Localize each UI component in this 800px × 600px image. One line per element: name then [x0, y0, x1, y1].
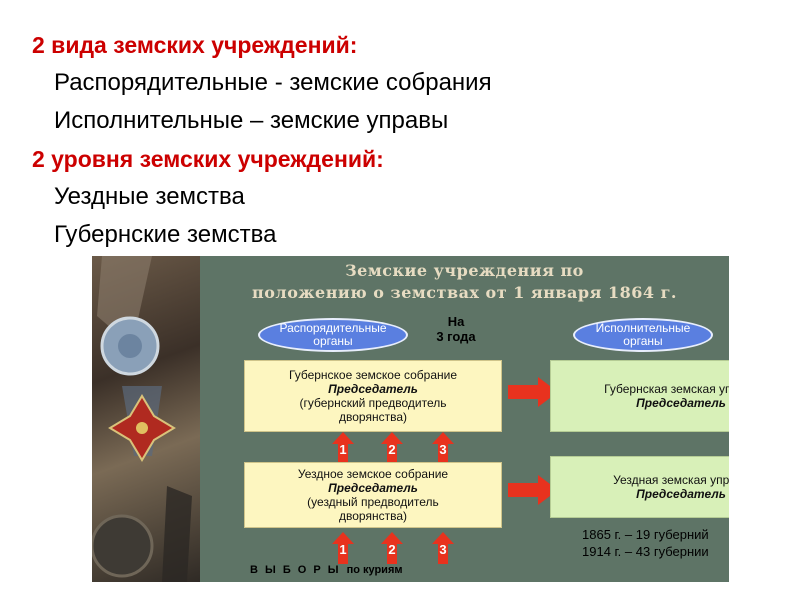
- box-chair: Председатель: [328, 481, 418, 495]
- diagram-title-line: Земские учреждения по: [345, 261, 584, 280]
- box-note: дворянства): [339, 509, 407, 523]
- statistics: 1865 г. – 19 губерний 1914 г. – 43 губер…: [582, 526, 728, 560]
- stat-line: 1865 г. – 19 губерний: [582, 527, 709, 542]
- diagram-panel: Земские учреждения по положению о земств…: [200, 256, 729, 582]
- district-board-box: Уездная земская управа Председатель: [550, 456, 729, 518]
- heading-levels: 2 уровня земских учреждений:: [32, 146, 384, 172]
- diagram-title-line: положению о земствах от 1 января 1864 г.: [252, 283, 677, 302]
- box-chair: Председатель: [636, 487, 726, 501]
- arrow-number: 1: [339, 442, 347, 457]
- zemstvo-diagram-image: Земские учреждения по положению о земств…: [92, 256, 729, 582]
- box-chair: Председатель: [636, 396, 726, 410]
- ellipse-line: Распорядительные: [279, 321, 387, 335]
- term-label: На 3 года: [416, 314, 496, 344]
- bullet-text: Губернские земства: [54, 221, 277, 248]
- provincial-board-box: Губернская земская управа Председатель: [550, 360, 729, 432]
- arrow-up-icon: 1: [332, 532, 354, 564]
- arrow-number: 1: [339, 542, 347, 557]
- arrow-right-icon: [508, 377, 558, 407]
- bullet-text: Исполнительные – земские управы: [54, 107, 449, 134]
- arrow-up-icon: 3: [432, 532, 454, 564]
- provincial-assembly-box: Губернское земское собрание Председатель…: [244, 360, 502, 432]
- administrative-bodies-label: Распорядительные органы: [258, 318, 408, 352]
- bullet-item: Губернские земства: [28, 216, 768, 254]
- bullet-item: Распорядительные - земские собрания: [28, 64, 768, 102]
- box-title: Губернская земская управа: [604, 382, 729, 396]
- box-note: (уездный предводитель: [307, 495, 439, 509]
- executive-bodies-label: Исполнительные органы: [573, 318, 713, 352]
- bullet-item: Исполнительные – земские управы: [28, 102, 768, 140]
- box-note: (губернский предводитель: [299, 396, 447, 410]
- arrow-up-icon: 2: [381, 432, 403, 464]
- arrow-number: 2: [388, 542, 396, 557]
- box-title: Губернское земское собрание: [289, 368, 457, 382]
- ellipse-line: Исполнительные: [595, 321, 691, 335]
- ellipse-line: органы: [313, 334, 353, 348]
- diagram-title: Земские учреждения по положению о земств…: [200, 260, 729, 304]
- district-assembly-box: Уездное земское собрание Председатель (у…: [244, 462, 502, 528]
- arrow-number: 2: [388, 442, 396, 457]
- stat-line: 1914 г. – 43 губернии: [582, 544, 709, 559]
- term-line: На: [447, 314, 465, 329]
- arrow-number: 3: [439, 442, 447, 457]
- ellipse-line: органы: [623, 334, 663, 348]
- medal-photo: [92, 256, 200, 582]
- elections-suffix: по куриям: [346, 564, 403, 576]
- arrow-number: 3: [439, 542, 447, 557]
- term-line: 3 года: [436, 329, 476, 344]
- slide-text: 2 вида земских учреждений: Распорядитель…: [28, 26, 768, 254]
- box-title: Уездная земская управа: [613, 473, 729, 487]
- bullet-item: Уездные земства: [28, 178, 768, 216]
- arrow-up-icon: 2: [381, 532, 403, 564]
- bullet-text: Уездные земства: [54, 183, 245, 210]
- elections-label: В Ы Б О Р Ы по куриям: [250, 564, 550, 576]
- arrow-up-icon: 1: [332, 432, 354, 464]
- bullet-text: Распорядительные - земские собрания: [54, 69, 492, 96]
- elections-text: В Ы Б О Р Ы: [250, 564, 341, 576]
- arrow-up-icon: 3: [432, 432, 454, 464]
- arrow-right-icon: [508, 475, 558, 505]
- medal-icon: [92, 256, 192, 582]
- box-chair: Председатель: [328, 382, 418, 396]
- box-title: Уездное земское собрание: [297, 467, 449, 481]
- heading-types: 2 вида земских учреждений:: [32, 32, 358, 58]
- box-note: дворянства): [339, 410, 407, 424]
